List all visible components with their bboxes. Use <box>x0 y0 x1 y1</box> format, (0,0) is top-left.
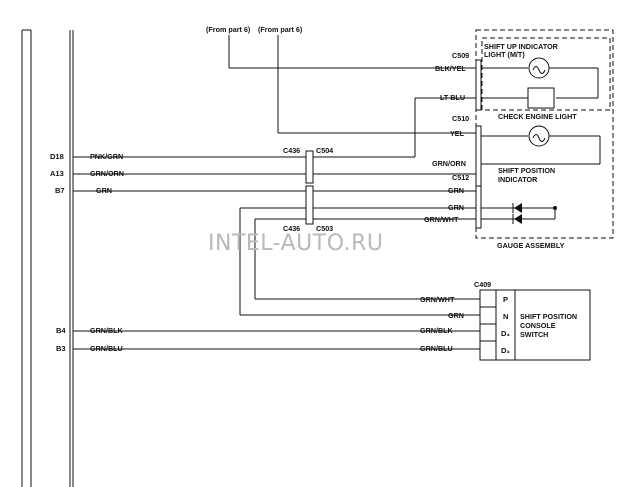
wire-pnk-grn-label: PNK/GRN <box>90 152 123 161</box>
wire-grn-blu-left-label: GRN/BLU <box>90 344 123 353</box>
switch-position-d4: D₄ <box>501 329 510 338</box>
shift-up-indicator-label-2: LIGHT (M/T) <box>484 50 525 59</box>
connector-c436-c504 <box>305 150 314 184</box>
connector-c409-label: C409 <box>474 280 491 289</box>
shift-position-indicator-label-1: SHIFT POSITION <box>498 166 555 175</box>
wire-grn-wht-switch-label: GRN/WHT <box>420 295 455 304</box>
connector-c504-label: C504 <box>316 146 333 155</box>
wire-grn-2-label: GRN <box>448 203 464 212</box>
pin-b7-label: B7 <box>55 186 65 195</box>
shift-up-indicator-bulb-icon <box>481 57 599 99</box>
pin-b4-label: B4 <box>56 326 66 335</box>
switch-label-2: CONSOLE <box>520 321 556 330</box>
pin-b3-label: B3 <box>56 344 66 353</box>
wire-grn-wht-label: GRN/WHT <box>424 215 459 224</box>
resistor-icon <box>481 87 555 109</box>
from-part-6-note-b: (From part 6) <box>258 25 303 34</box>
ecu-block <box>21 29 74 487</box>
wire-blk-yel-label: BLK/YEL <box>435 64 466 73</box>
gauge-assembly <box>475 29 614 239</box>
wire-yel-label: YEL <box>450 129 465 138</box>
wire-grn-left-label: GRN <box>96 186 112 195</box>
connector-c509-label: C509 <box>452 51 469 60</box>
connector-c510-label: C510 <box>452 114 469 123</box>
switch-position-p: P <box>503 295 508 304</box>
pin-a13-label: A13 <box>50 169 64 178</box>
wire-grn-blk-right-label: GRN/BLK <box>420 326 454 335</box>
watermark: INTEL-AUTO.RU <box>208 231 384 256</box>
from-part-6-feeds <box>228 35 476 134</box>
wire-grn-blk-left-label: GRN/BLK <box>90 326 124 335</box>
shift-position-indicator-label-2: INDICATOR <box>498 175 538 184</box>
wire-grn-switch-label: GRN <box>448 311 464 320</box>
switch-position-n: N <box>503 312 508 321</box>
wire-grn-orn-left-label: GRN/ORN <box>90 169 124 178</box>
wire-grn-orn-right-label: GRN/ORN <box>432 159 466 168</box>
check-engine-light-label: CHECK ENGINE LIGHT <box>498 112 577 121</box>
switch-label-3: SWITCH <box>520 330 548 339</box>
gauge-assembly-label: GAUGE ASSEMBLY <box>497 241 565 250</box>
switch-position-d3: D₃ <box>501 346 510 355</box>
from-part-6-note-a: (From part 6) <box>206 25 251 34</box>
pin-d18-label: D18 <box>50 152 64 161</box>
check-engine-bulb-icon <box>481 125 601 165</box>
wire-grn-1-label: GRN <box>448 186 464 195</box>
wire-lt-blu-label: LT BLU <box>440 93 465 102</box>
connector-c503-label: C503 <box>316 224 333 233</box>
shift-position-console-switch <box>479 289 591 361</box>
connector-c512-label: C512 <box>452 173 469 182</box>
connector-c436-bottom-label: C436 <box>283 224 300 233</box>
connector-c436-c503 <box>305 185 314 225</box>
shift-up-indicator-label-1: SHIFT UP INDICATOR <box>484 42 559 51</box>
diode-icon <box>481 203 557 224</box>
gauge-feed-wires <box>239 207 480 316</box>
main-wires <box>73 97 480 350</box>
wire-grn-blu-right-label: GRN/BLU <box>420 344 453 353</box>
connector-c436-top-label: C436 <box>283 146 300 155</box>
switch-label-1: SHIFT POSITION <box>520 312 577 321</box>
